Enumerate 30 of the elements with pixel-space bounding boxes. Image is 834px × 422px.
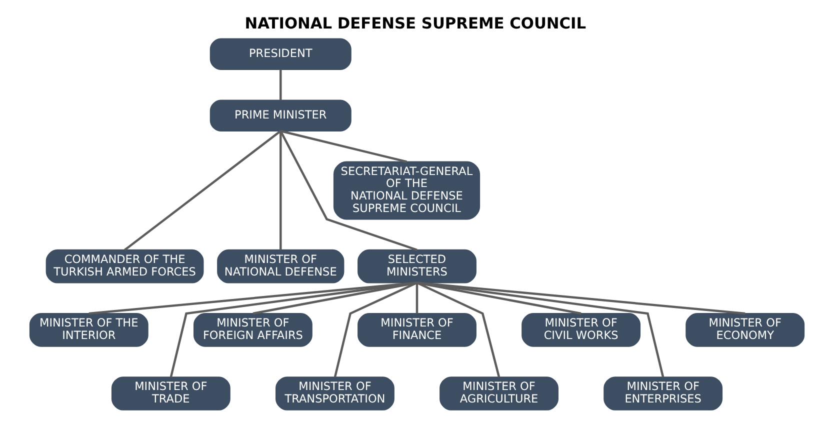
connector [416, 281, 582, 314]
connector [280, 129, 407, 162]
node-box: MINISTER OF CIVIL WORKS [522, 312, 641, 346]
node-box: MINISTER OF NATIONAL DEFENSE [217, 248, 344, 283]
node-box: MINISTER OF THE INTERIOR [29, 312, 148, 346]
connector [170, 281, 418, 377]
node-box: COMMANDER OF THE TURKISH ARMED FORCES [46, 248, 204, 283]
node-box: MINISTER OF ENTERPRISES [604, 376, 723, 410]
connector [416, 281, 500, 377]
connector [252, 281, 418, 314]
connector [124, 130, 282, 250]
connector [280, 130, 418, 251]
connector [416, 281, 664, 377]
node-box: SECRETARIAT-GENERAL OF THE NATIONAL DEFENSE SUPREME COUNCIL [333, 160, 480, 220]
connector [334, 281, 418, 377]
node-box: MINISTER OF ECONOMY [686, 312, 805, 346]
node-box: MINISTER OF TRADE [111, 376, 230, 410]
connector [88, 281, 418, 314]
node-box: SELECTED MINISTERS [358, 248, 476, 283]
connector [416, 282, 418, 314]
connector [416, 281, 746, 314]
node-box: MINISTER OF FOREIGN AFFAIRS [193, 312, 312, 346]
diagram-title: NATIONAL DEFENSE SUPREME COUNCIL [244, 14, 586, 32]
node-box: PRIME MINISTER [210, 99, 352, 132]
node-box: MINISTER OF FINANCE [358, 312, 476, 346]
node-box: MINISTER OF TRANSPORTATION [276, 376, 394, 410]
node-box: PRESIDENT [210, 38, 352, 70]
node-box: MINISTER OF AGRICULTURE [440, 376, 558, 410]
connector [280, 69, 282, 100]
connector [280, 130, 282, 250]
